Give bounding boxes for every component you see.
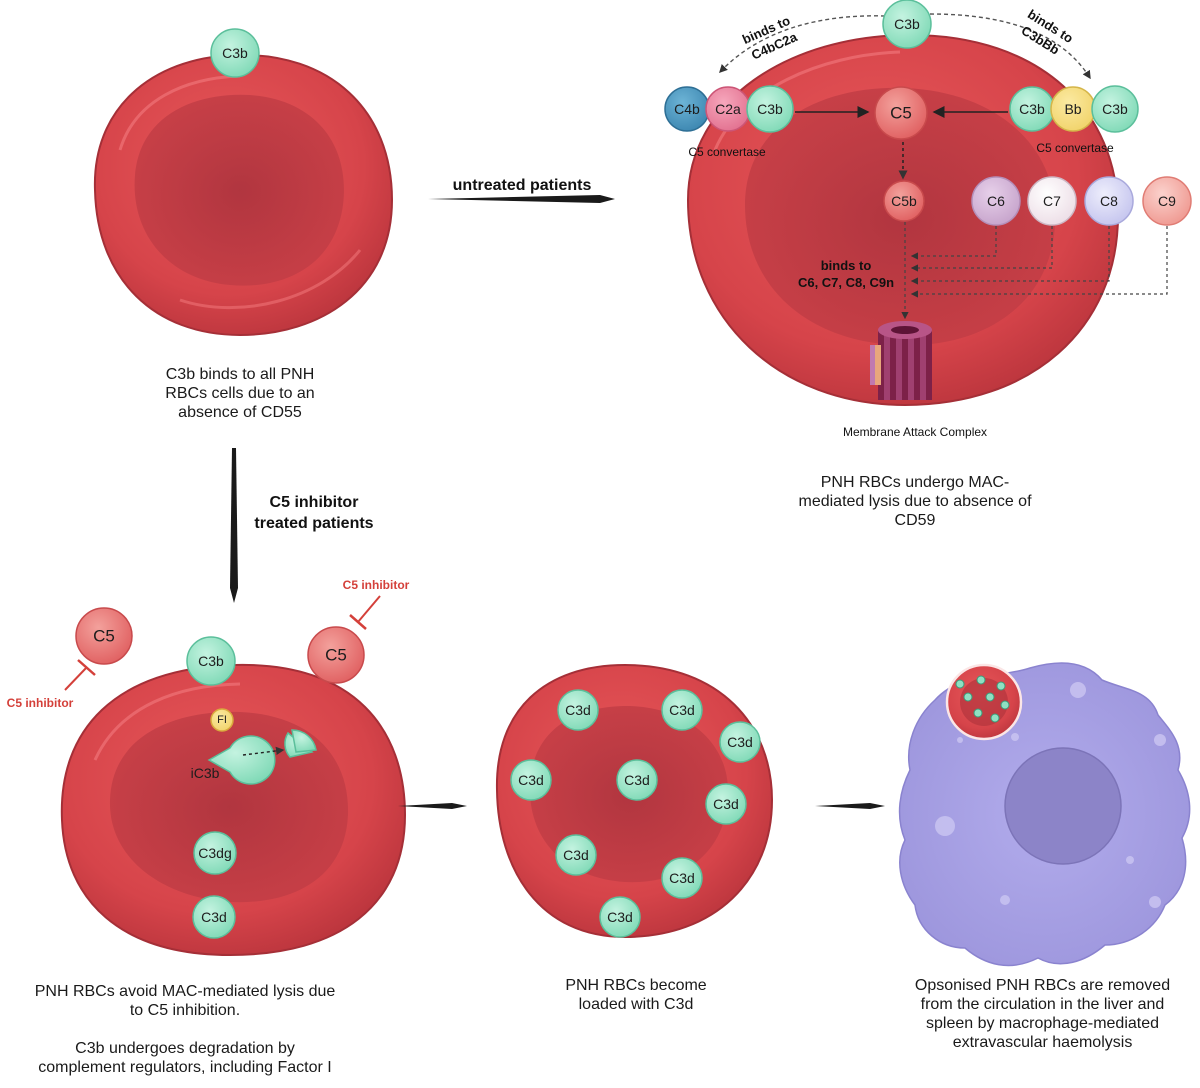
- svg-text:C3d: C3d: [201, 909, 227, 925]
- bottom-arrow-1: [398, 803, 467, 809]
- mac-pore-icon: [870, 321, 932, 400]
- svg-text:C4b: C4b: [674, 101, 700, 117]
- svg-text:C3b: C3b: [894, 16, 920, 32]
- treated-arrow: C5 inhibitor treated patients: [230, 448, 374, 603]
- macrophage-icon: [898, 662, 1191, 967]
- bottom-left-rbc: [60, 663, 407, 957]
- right-c5-convertase: C3b Bb C3b C5 convertase: [1009, 85, 1139, 155]
- c8-molecule: C8: [1084, 176, 1134, 226]
- binds-terminal-label: binds to C6, C7, C8, C9n: [798, 258, 894, 290]
- left-convertase-label: C5 convertase: [688, 145, 766, 159]
- c7-molecule: C7: [1027, 176, 1077, 226]
- binds-left-arrow: [719, 15, 886, 74]
- terminal-connectors: [901, 222, 1168, 320]
- svg-text:C6: C6: [987, 193, 1005, 209]
- c3d-label: C3d: [624, 772, 650, 788]
- inhibitor-right: C5 inhibitor: [343, 578, 410, 630]
- c3d-label: C3d: [518, 772, 544, 788]
- svg-text:C5b: C5b: [891, 193, 917, 209]
- untreated-arrow: untreated patients: [428, 177, 615, 203]
- c3d-label: C3d: [563, 847, 589, 863]
- svg-text:C5: C5: [93, 627, 115, 646]
- c5-molecule-left: C5: [75, 607, 133, 665]
- c3d-label: C3d: [727, 734, 753, 750]
- c3d-molecule: C3d: [557, 689, 599, 731]
- c6-molecule: C6: [971, 176, 1021, 226]
- svg-text:iC3b: iC3b: [191, 765, 220, 781]
- svg-text:C6, C7, C8, C9n: C6, C7, C8, C9n: [798, 275, 894, 290]
- caption-bottom-left: PNH RBCs avoid MAC-mediated lysis due to…: [34, 983, 336, 1076]
- c3d-molecule: C3d: [661, 857, 703, 899]
- svg-text:C5: C5: [890, 104, 912, 123]
- svg-text:C3b: C3b: [1019, 101, 1045, 117]
- untreated-label: untreated patients: [453, 177, 592, 194]
- svg-text:C5 inhibitor: C5 inhibitor: [343, 578, 410, 592]
- c3b-label: C3b: [222, 45, 248, 61]
- svg-text:Bb: Bb: [1064, 101, 1081, 117]
- c5b-molecule: C5b: [883, 180, 925, 222]
- c3d-label: C3d: [607, 909, 633, 925]
- c3d-molecule: C3d: [616, 759, 658, 801]
- svg-text:binds to: binds to: [821, 258, 872, 273]
- svg-text:C8: C8: [1100, 193, 1118, 209]
- c3d-molecule-bottom-left: C3d: [192, 895, 236, 939]
- c3dg-molecule: C3dg: [193, 831, 237, 875]
- svg-text:C3b: C3b: [198, 653, 224, 669]
- c3d-molecule: C3d: [510, 759, 552, 801]
- caption-top-left: C3b binds to all PNH RBCs cells due to a…: [165, 366, 315, 421]
- svg-text:C7: C7: [1043, 193, 1061, 209]
- left-c5-convertase: C4b C2a C3b C5 convertase: [664, 85, 794, 159]
- treated-label-line2: treated patients: [254, 515, 373, 532]
- binds-right-label: binds to C3bBb: [1019, 6, 1076, 57]
- c3b-molecule-bottom-left: C3b: [186, 636, 236, 686]
- c3b-molecule-top-left: C3b: [210, 28, 260, 78]
- svg-text:C3b: C3b: [1102, 101, 1128, 117]
- caption-top-right: PNH RBCs undergo MAC- mediated lysis due…: [798, 474, 1032, 529]
- caption-bottom-right: Opsonised PNH RBCs are removed from the …: [914, 977, 1171, 1051]
- c3d-molecule: C3d: [661, 689, 703, 731]
- treated-label-line1: C5 inhibitor: [270, 494, 359, 511]
- right-convertase-label: C5 convertase: [1036, 141, 1114, 155]
- caption-bottom-middle: PNH RBCs become loaded with C3d: [565, 977, 707, 1013]
- c3b-molecule-top-right: C3b: [882, 0, 932, 49]
- fi-molecule: FI: [210, 708, 234, 732]
- c5-molecule-center: C5: [874, 86, 928, 140]
- top-left-rbc: [93, 53, 394, 337]
- c3d-molecule: C3d: [555, 834, 597, 876]
- c3d-label: C3d: [565, 702, 591, 718]
- c3d-label: C3d: [669, 870, 695, 886]
- binds-right-arrow: [929, 13, 1091, 80]
- svg-text:C3b: C3b: [757, 101, 783, 117]
- c9-molecule: C9: [1142, 176, 1192, 226]
- mac-label: Membrane Attack Complex: [843, 425, 987, 439]
- c3d-label: C3d: [713, 796, 739, 812]
- ic3b-molecule: iC3b: [191, 735, 276, 785]
- svg-text:C3dg: C3dg: [198, 845, 231, 861]
- svg-text:C5 inhibitor: C5 inhibitor: [7, 696, 74, 710]
- svg-text:C5: C5: [325, 646, 347, 665]
- inhibitor-left: C5 inhibitor: [7, 659, 96, 710]
- c3d-label: C3d: [669, 702, 695, 718]
- c3f-fragment-icon: [284, 729, 317, 758]
- svg-text:C2a: C2a: [715, 101, 741, 117]
- c5-molecule-right: C5: [307, 626, 365, 684]
- binds-left-label: binds to C4bC2a: [740, 13, 800, 63]
- c3d-molecule: C3d: [705, 783, 747, 825]
- svg-text:C9: C9: [1158, 193, 1176, 209]
- opsonised-rbc-icon: [945, 663, 1023, 741]
- bottom-arrow-2: [815, 803, 885, 809]
- c3d-molecule: C3d: [719, 721, 761, 763]
- c3d-molecule: C3d: [599, 896, 641, 938]
- svg-text:FI: FI: [217, 714, 227, 726]
